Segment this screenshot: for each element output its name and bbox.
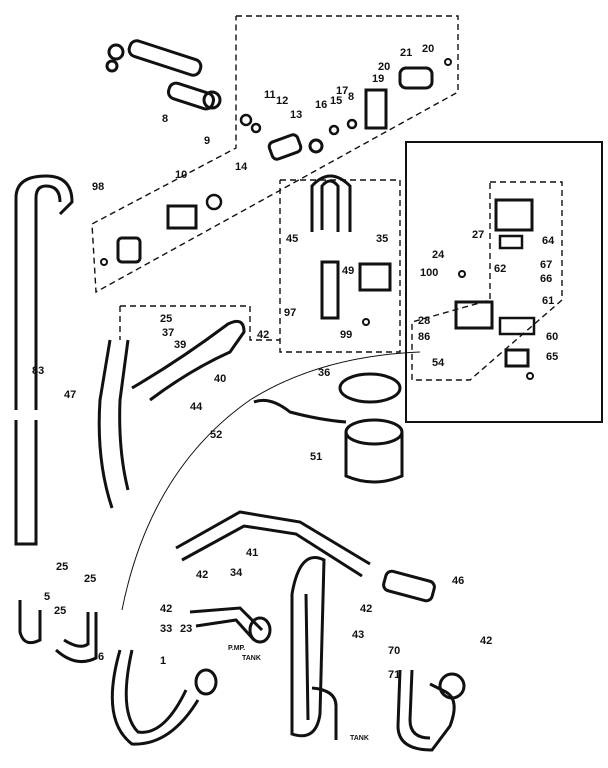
callout-c42d: 42 xyxy=(360,603,372,615)
callout-c45: 45 xyxy=(286,233,298,245)
callout-c46: 46 xyxy=(452,575,464,587)
callout-c25b: 25 xyxy=(56,561,68,573)
callout-c36: 36 xyxy=(318,367,330,379)
callout-c52: 52 xyxy=(210,429,222,441)
valve-assembly-outline xyxy=(91,15,459,294)
callout-c49: 49 xyxy=(342,265,354,277)
callout-c98: 98 xyxy=(92,181,104,193)
callout-c27: 27 xyxy=(472,229,484,241)
callout-c44: 44 xyxy=(190,401,203,413)
callout-c41: 41 xyxy=(246,547,258,559)
callout-c42b: 42 xyxy=(196,569,208,581)
inlet-valve-parts xyxy=(100,39,452,266)
callout-c14: 14 xyxy=(235,161,248,173)
callout-c64: 64 xyxy=(542,235,555,247)
callout-c100: 100 xyxy=(420,267,438,279)
callout-c9: 9 xyxy=(204,135,210,147)
callout-c15: 15 xyxy=(330,95,342,107)
hose-71 xyxy=(396,669,466,752)
callout-c19: 19 xyxy=(372,73,384,85)
callout-c20a: 20 xyxy=(378,61,390,73)
annotation-pump1: P.MP. xyxy=(228,645,245,652)
callout-c70: 70 xyxy=(388,645,400,657)
callout-c35: 35 xyxy=(376,233,388,245)
annotation-labels: P.MP. TANK TANK xyxy=(228,645,369,742)
callout-c54: 54 xyxy=(432,357,445,369)
callout-c39: 39 xyxy=(174,339,186,351)
callout-c25d: 25 xyxy=(54,605,66,617)
callout-c83: 83 xyxy=(32,365,44,377)
callout-c42e: 42 xyxy=(480,635,492,647)
callout-c86: 86 xyxy=(418,331,430,343)
callout-c43: 43 xyxy=(352,629,364,641)
callout-c23: 23 xyxy=(180,623,192,635)
callout-c71: 71 xyxy=(388,669,400,681)
inset-box xyxy=(405,141,603,423)
callout-c8: 8 xyxy=(162,113,168,125)
callout-c42c: 42 xyxy=(160,603,172,615)
pressure-tube xyxy=(310,174,392,326)
hose-41 xyxy=(175,510,436,603)
annotation-tank2: TANK xyxy=(350,735,369,742)
callout-c99: 99 xyxy=(340,329,352,341)
callout-c62: 62 xyxy=(494,263,506,275)
callout-c20b: 20 xyxy=(422,43,434,55)
callout-c65: 65 xyxy=(546,351,558,363)
pressure-switch-outline xyxy=(279,179,401,353)
callout-c11: 11 xyxy=(264,89,276,101)
callout-c5: 5 xyxy=(44,591,50,603)
annotation-tank1: TANK xyxy=(242,655,261,662)
callout-c1: 1 xyxy=(160,655,166,667)
hose-40 xyxy=(97,319,246,509)
callout-c25c: 25 xyxy=(84,573,96,585)
callout-c12: 12 xyxy=(276,95,288,107)
callout-c47: 47 xyxy=(64,389,76,401)
callout-c37: 37 xyxy=(162,327,174,339)
callout-c6: 6 xyxy=(98,651,104,663)
inset-parts xyxy=(454,198,536,380)
callout-c13: 13 xyxy=(290,109,302,121)
callout-c67: 67 xyxy=(540,259,552,271)
callout-c66: 66 xyxy=(540,273,552,285)
callout-c61: 61 xyxy=(542,295,554,307)
callout-c97: 97 xyxy=(284,307,296,319)
hose-83 xyxy=(14,174,74,546)
callout-c40: 40 xyxy=(214,373,226,385)
hose-assembly-outline xyxy=(119,305,280,341)
filter-parts xyxy=(253,372,404,484)
callout-c16: 16 xyxy=(315,99,327,111)
callout-c51: 51 xyxy=(310,451,322,463)
lower-left-hoses xyxy=(18,600,272,746)
callout-c17: 17 xyxy=(336,85,348,97)
callout-c24: 24 xyxy=(432,249,445,261)
callout-c34: 34 xyxy=(230,567,243,579)
callout-c42a: 42 xyxy=(257,329,269,341)
callout-c21: 21 xyxy=(400,47,412,59)
callout-c25a: 25 xyxy=(160,313,172,325)
callout-c33: 33 xyxy=(160,623,172,635)
callout-c18: 8 xyxy=(348,91,354,103)
drain-wire xyxy=(121,351,421,611)
callout-c10: 10 xyxy=(175,169,187,181)
callout-c28: 28 xyxy=(418,315,430,327)
hose-43 xyxy=(290,556,338,740)
callout-c60: 60 xyxy=(546,331,558,343)
